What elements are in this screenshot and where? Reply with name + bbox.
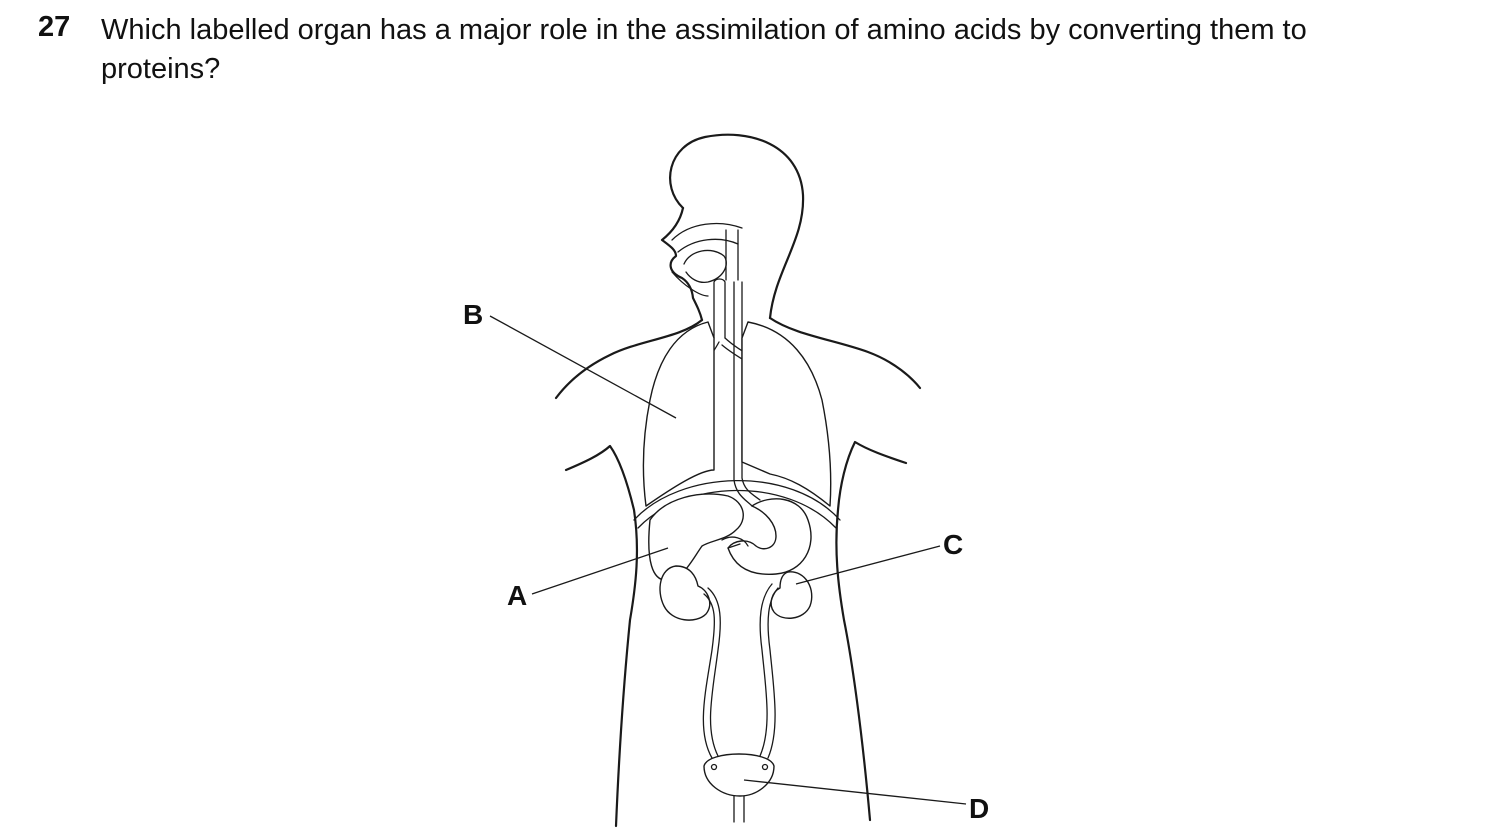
face-profile: [660, 206, 704, 322]
question: 27 Which labelled organ has a major role…: [0, 6, 1500, 86]
urethra: [733, 795, 745, 823]
left-lung: [642, 321, 715, 507]
left-armpit: [564, 444, 639, 828]
leader-line-a: [531, 547, 669, 595]
right-ureter: [759, 583, 779, 759]
trachea: [713, 278, 726, 339]
head-outline: [669, 133, 805, 320]
jaw-line: [671, 271, 709, 297]
right-lung: [741, 321, 832, 507]
leader-line-b: [489, 315, 677, 419]
tongue: [683, 249, 727, 284]
label-b: B: [463, 299, 483, 330]
question-text: Which labelled organ has a major role in…: [101, 14, 1307, 85]
leader-line-c: [795, 545, 941, 585]
left-ureter: [702, 587, 721, 759]
label-d: D: [969, 793, 989, 824]
leader-line-d: [743, 779, 967, 805]
right-armpit: [835, 440, 908, 822]
pharynx: [725, 229, 739, 281]
left-ureter-opening: [710, 763, 718, 771]
duodenum: [721, 536, 749, 549]
nasal-cavity: [671, 222, 743, 241]
right-kidney: [770, 571, 813, 619]
palate: [677, 238, 739, 253]
right-shoulder: [768, 316, 922, 390]
left-kidney: [659, 565, 711, 621]
right-ureter-opening: [761, 763, 769, 771]
question-number: 27: [38, 11, 71, 43]
bladder: [703, 753, 775, 797]
label-a: A: [507, 580, 527, 611]
stomach: [727, 498, 812, 575]
label-c: C: [943, 529, 963, 560]
left-shoulder: [554, 318, 704, 400]
